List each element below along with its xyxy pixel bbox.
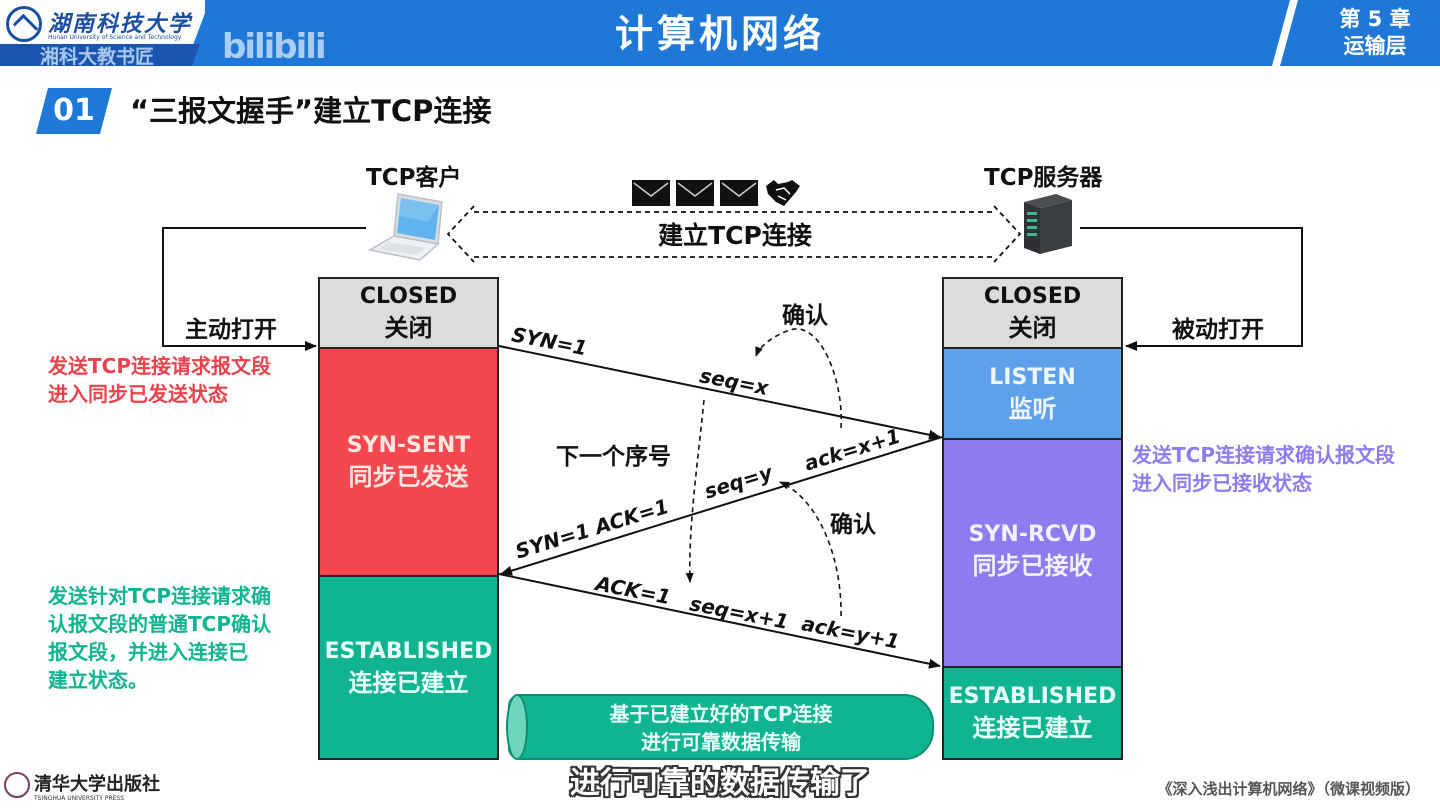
channel-name: 湘科大教书匠 (40, 46, 155, 68)
state-en: SYN-RCVD (968, 522, 1097, 547)
video-subtitle: 进行可靠的数据传输了 (570, 766, 870, 801)
section-title: “三报文握手”建立TCP连接 (130, 94, 492, 128)
chapter-label: 第 5 章 运输层 (1320, 6, 1430, 60)
client-state-closed: CLOSED 关闭 (320, 279, 497, 349)
university-emblem-icon (6, 6, 42, 42)
m2-ack: ack=x+1 (801, 423, 904, 476)
server-state-syn-rcvd: SYN-RCVD 同步已接收 (944, 440, 1121, 668)
state-en: ESTABLISHED (324, 638, 493, 664)
state-cn: 同步已接收 (972, 552, 1093, 580)
chapter-number: 第 5 章 (1339, 7, 1411, 31)
book-title: 《深入浅出计算机网络》（微课视频版） (1157, 780, 1420, 798)
state-en: CLOSED (359, 284, 458, 309)
server-state-column: CLOSED 关闭 LISTEN 监听 SYN-RCVD 同步已接收 ESTAB… (942, 277, 1123, 760)
server-state-listen: LISTEN 监听 (944, 349, 1121, 440)
note-line: 发送针对TCP连接请求确 (48, 584, 271, 608)
active-open-label: 主动打开 (185, 317, 277, 343)
state-en: SYN-SENT (346, 433, 471, 458)
next-seq-curve (685, 399, 705, 583)
publisher-name: 清华大学出版社 (34, 774, 160, 795)
header-bar: 湖南科技大学 Hunan University of Science and T… (0, 0, 1440, 66)
server-note-syn-rcvd: 发送TCP连接请求确认报文段 进入同步已接收状态 (1132, 441, 1395, 497)
publisher-logo-icon (4, 772, 30, 798)
state-cn: 关闭 (384, 314, 433, 342)
note-line: 发送TCP连接请求报文段 (48, 354, 271, 378)
note-line: 进入同步已接收状态 (1132, 471, 1312, 495)
client-state-established: ESTABLISHED 连接已建立 (320, 577, 497, 758)
handshake-messages (632, 178, 802, 208)
note-line: 发送TCP连接请求确认报文段 (1132, 443, 1395, 467)
connection-label: 建立TCP连接 (658, 221, 812, 250)
next-seq-label: 下一个序号 (556, 444, 671, 470)
university-name: 湖南科技大学 (48, 11, 193, 37)
handshake-icon (766, 180, 800, 206)
pipe-line-2: 进行可靠数据传输 (641, 730, 801, 754)
confirm-curve-2 (779, 481, 842, 617)
chapter-name: 运输层 (1343, 34, 1407, 58)
client-state-syn-sent: SYN-SENT 同步已发送 (320, 349, 497, 577)
server-state-closed: CLOSED 关闭 (944, 279, 1121, 349)
syn-message-arrow (498, 345, 941, 440)
state-cn: 同步已发送 (348, 463, 469, 491)
envelope-icon (632, 180, 670, 206)
state-cn: 连接已建立 (348, 668, 469, 697)
section-number-badge: 01 (36, 88, 112, 134)
confirm-label-1: 确认 (782, 303, 828, 329)
m3-seq: seq=x+1 (687, 591, 791, 634)
client-label: TCP客户 (366, 165, 462, 191)
publisher-name-en: TSINGHUA UNIVERSITY PRESS (34, 795, 125, 802)
client-note-established: 发送针对TCP连接请求确 认报文段的普通TCP确认 报文段，并进入连接已 建立状… (48, 582, 271, 694)
server-icon (1024, 194, 1072, 254)
note-line: 建立状态。 (48, 668, 148, 692)
m2-flags: SYN=1 ACK=1 (512, 494, 672, 564)
state-en: LISTEN (989, 364, 1076, 390)
pipe-line-1: 基于已建立好的TCP连接 (609, 702, 833, 726)
confirm-label-2: 确认 (830, 512, 876, 538)
bilibili-watermark: bilibili (222, 27, 327, 67)
m2-seq: seq=y (701, 460, 776, 504)
logo-band: 湘科大教书匠 (0, 44, 200, 66)
note-line: 认报文段的普通TCP确认 (48, 612, 271, 636)
state-cn: 关闭 (1008, 314, 1057, 342)
passive-open-label: 被动打开 (1172, 317, 1264, 343)
m3-ack: ack=y+1 (799, 611, 902, 654)
note-line: 进入同步已发送状态 (48, 382, 228, 406)
server-label: TCP服务器 (984, 165, 1103, 191)
envelope-icon (720, 180, 758, 206)
state-en: CLOSED (983, 284, 1082, 309)
server-state-established: ESTABLISHED 连接已建立 (944, 668, 1121, 758)
m1-flags: SYN=1 (509, 322, 590, 361)
note-line: 报文段，并进入连接已 (48, 640, 248, 664)
state-cn: 连接已建立 (972, 714, 1093, 742)
state-cn: 监听 (1008, 394, 1057, 423)
m3-flags: ACK=1 (593, 571, 673, 610)
university-name-en: Hunan University of Science and Technolo… (48, 34, 182, 41)
data-transfer-pipe: 基于已建立好的TCP连接 进行可靠数据传输 (508, 694, 934, 760)
client-state-column: CLOSED 关闭 SYN-SENT 同步已发送 ESTABLISHED 连接已… (318, 277, 499, 760)
state-en: ESTABLISHED (948, 684, 1117, 709)
pipe-end-cap (506, 694, 528, 760)
course-title: 计算机网络 (614, 12, 825, 56)
client-note-syn-sent: 发送TCP连接请求报文段 进入同步已发送状态 (48, 352, 271, 408)
laptop-icon (368, 193, 443, 261)
envelope-icon (676, 180, 714, 206)
m1-seq: seq=x (697, 363, 771, 401)
